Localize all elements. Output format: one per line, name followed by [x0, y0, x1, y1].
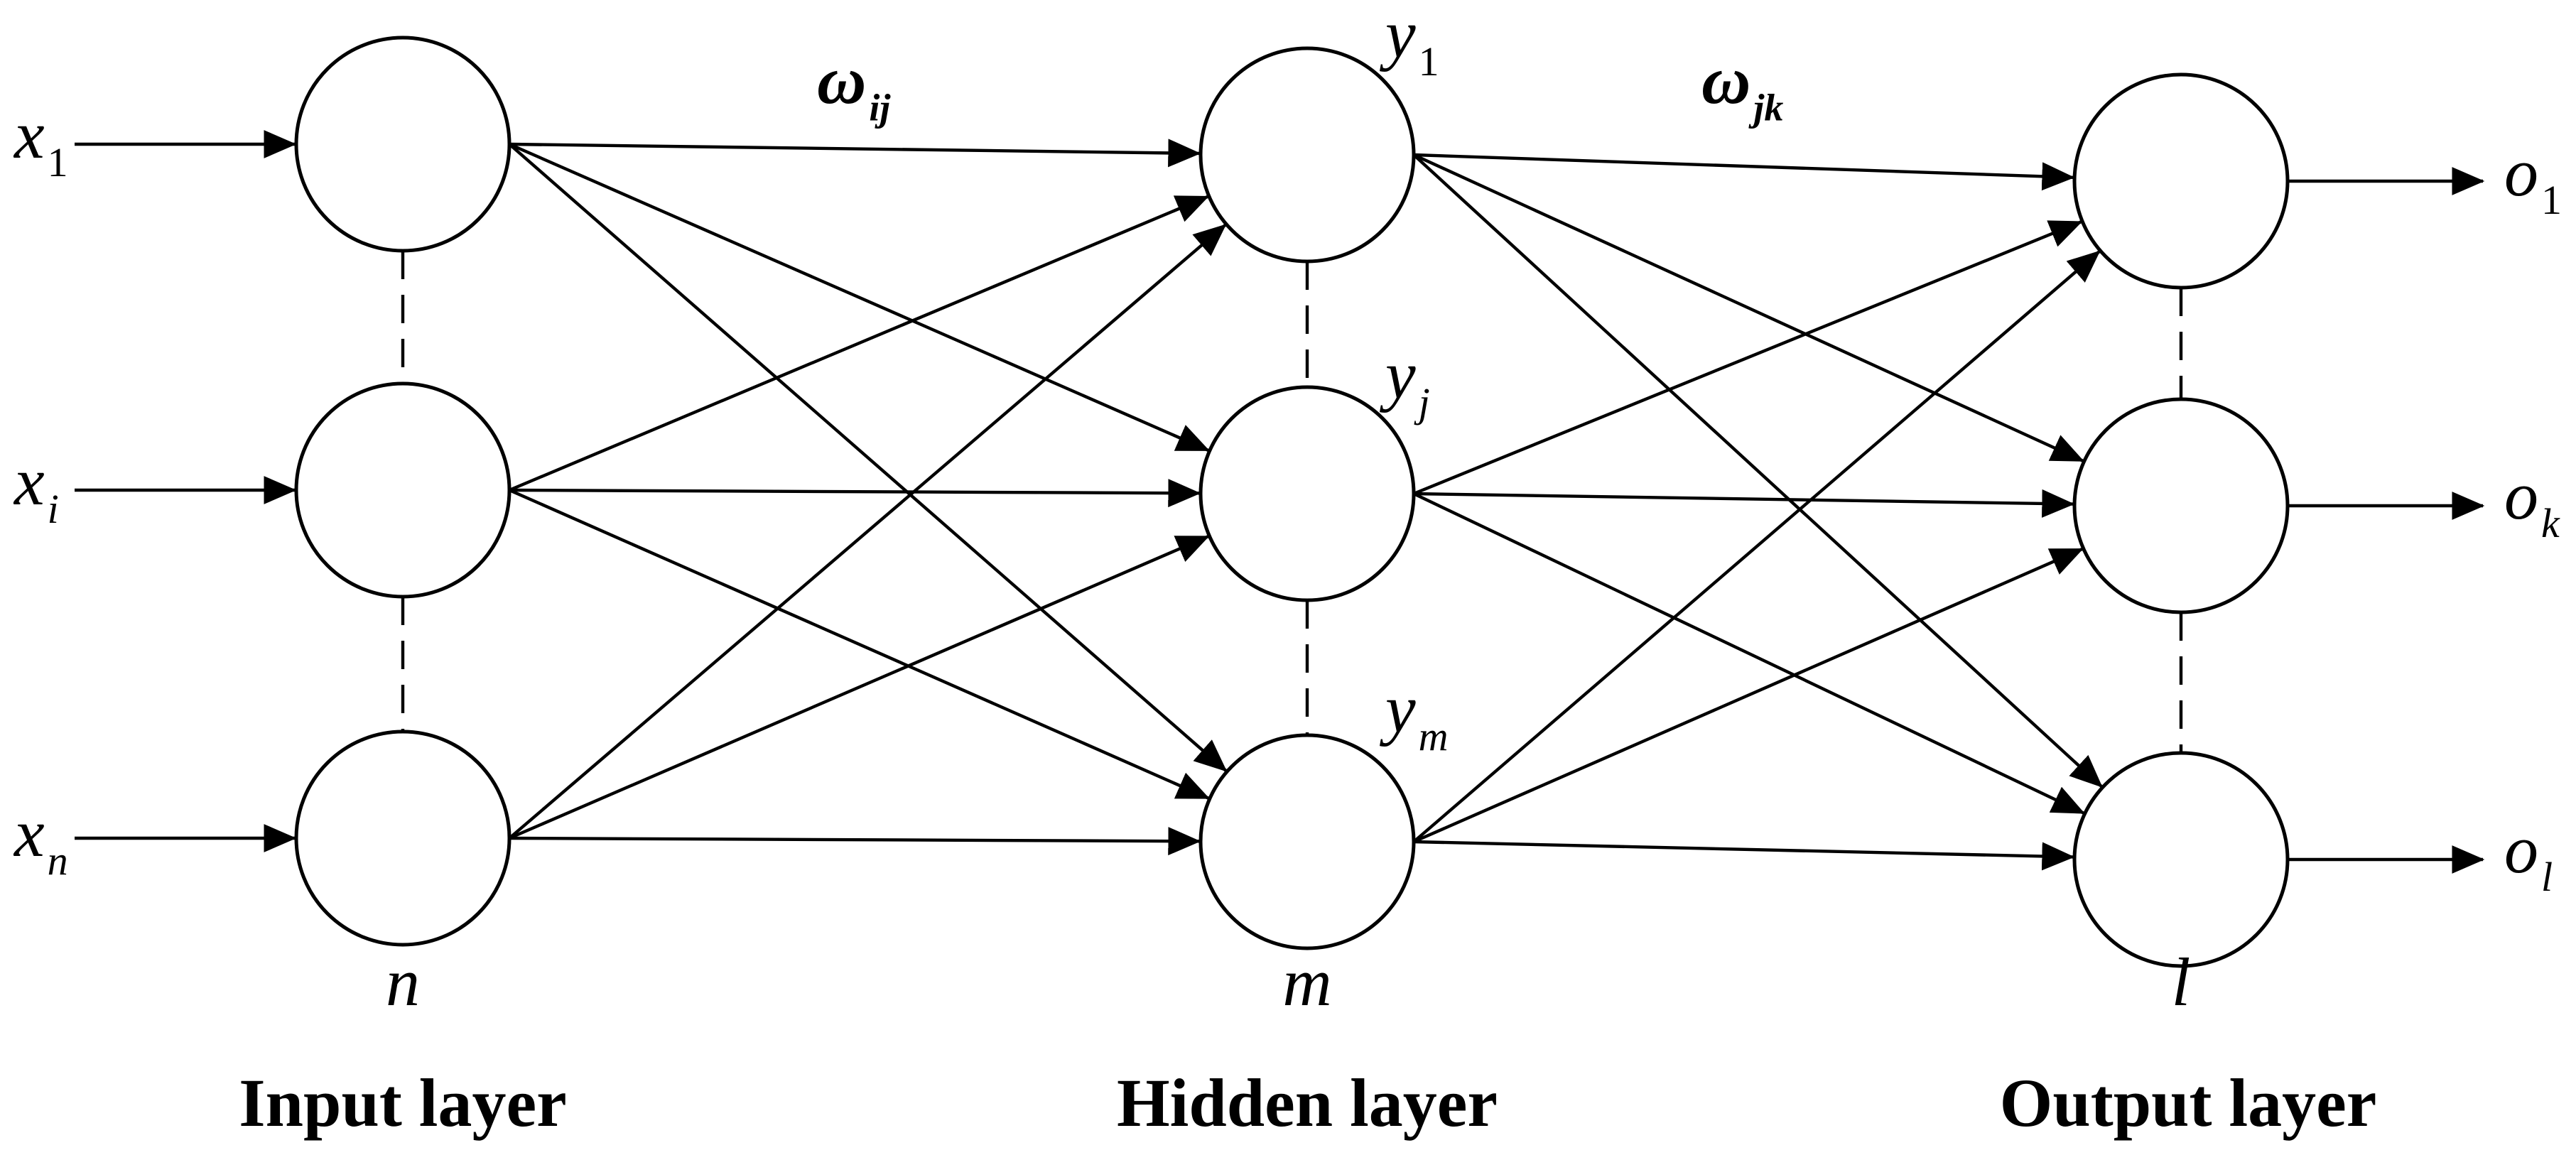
input-neuron-1: [294, 36, 512, 253]
hidden-label-2: yj: [1379, 337, 1430, 425]
hidden-output-connection: [1413, 547, 2084, 844]
input-hidden-connection: [509, 142, 1210, 452]
input-label-2: xi: [13, 443, 59, 532]
input-hidden-connection: [509, 535, 1210, 840]
hidden-neuron-3: [1198, 733, 1416, 950]
input-hidden-connection: [509, 479, 1201, 508]
hidden-output-connection: [1413, 220, 2083, 496]
hidden-output-connection: [1413, 492, 2085, 815]
hidden-label-3: ym: [1379, 671, 1449, 759]
input-hidden-connection: [508, 224, 1227, 840]
ellipsis-dashes: [401, 251, 2183, 753]
input-layer-title: Input layer: [239, 1065, 566, 1141]
input-hidden-connection: [509, 488, 1211, 800]
weight-label-ij: ωij: [817, 42, 891, 129]
output-neuron-1: [2072, 72, 2290, 290]
hidden-output-connection: [1413, 840, 2075, 871]
weight-label-jk: ωjk: [1701, 42, 1783, 129]
input-hidden-connection: [509, 195, 1209, 492]
output-layer-size: l: [2172, 944, 2191, 1020]
input-hidden-connection: [509, 827, 1201, 856]
input-neuron-2: [294, 381, 512, 599]
neurons: [294, 36, 2290, 968]
hidden-layer-size: m: [1282, 944, 1331, 1020]
output-label-3: ol: [2504, 811, 2553, 900]
hidden-output-connection: [1413, 153, 2075, 191]
output-layer-title: Output layer: [2000, 1065, 2377, 1141]
hidden-neuron-1: [1198, 46, 1416, 264]
hidden-output-connection: [1413, 153, 2084, 462]
input-layer-size: n: [386, 944, 420, 1020]
input-hidden-connection: [508, 143, 1228, 772]
hidden-output-connection: [1413, 489, 2075, 518]
input-hidden-connection: [509, 139, 1201, 168]
hidden-output-connection: [1412, 250, 2101, 843]
connections: [75, 130, 2485, 874]
input-neuron-3: [294, 730, 512, 947]
hidden-layer-title: Hidden layer: [1117, 1065, 1498, 1141]
output-neuron-2: [2072, 397, 2290, 614]
hidden-neuron-2: [1198, 385, 1416, 602]
input-label-3: xn: [13, 795, 68, 884]
output-neuron-3: [2072, 751, 2290, 968]
input-label-1: x1: [13, 97, 68, 185]
output-label-1: o1: [2504, 134, 2562, 223]
output-label-2: ok: [2504, 457, 2560, 546]
hidden-output-connection: [1412, 153, 2103, 788]
hidden-label-1: y1: [1379, 0, 1439, 85]
